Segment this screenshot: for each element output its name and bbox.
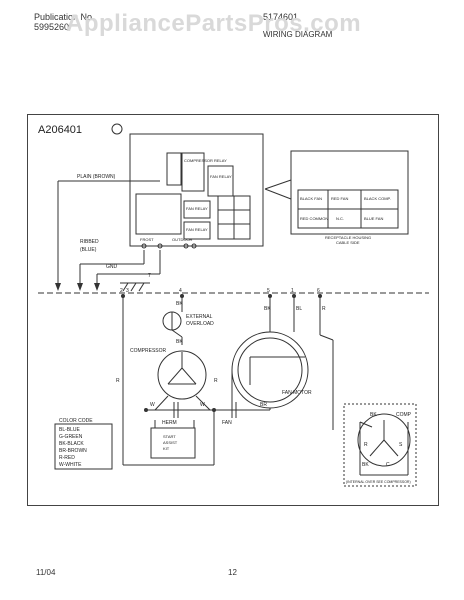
- conn-red-common: RED COMMON: [300, 216, 328, 221]
- color-code-title: COLOR CODE: [59, 418, 93, 424]
- label-internal-note: (INTERNAL OVER SEE COMPRESSOR): [346, 480, 411, 484]
- diagram-id: A206401: [38, 124, 82, 136]
- label-start-assist3: KIT: [163, 446, 170, 451]
- wire-bk-right: BK: [264, 306, 271, 312]
- color-code-item: BK-BLACK: [59, 441, 84, 447]
- wire-r-right: R: [214, 378, 218, 384]
- wire-r-fan: R: [322, 306, 326, 312]
- label-herm: HERM: [162, 420, 177, 426]
- conn-red-fan: RED FAN: [331, 196, 348, 201]
- terminal-3: 3: [126, 288, 129, 294]
- label-ribbed: RIBBED: [80, 239, 99, 245]
- conn-black-comp: BLACK COMP.: [364, 196, 391, 201]
- label-ribbed-color: (BLUE): [80, 247, 97, 253]
- label-fan-motor: FAN MOTOR: [282, 390, 312, 396]
- terminal-1: 1: [291, 288, 294, 294]
- color-code-item: R-RED: [59, 455, 75, 461]
- publication-label: Publication No.: [34, 12, 95, 22]
- footer-page: 12: [228, 568, 237, 577]
- label-ext-overload: EXTERNAL: [186, 314, 213, 320]
- terminal-4: 4: [179, 288, 182, 294]
- label-receptacle: RECEPTACLE HOUSING: [325, 235, 371, 240]
- wire-w-left: W: [150, 402, 155, 408]
- conn-nc: N.C.: [336, 216, 344, 221]
- label-fan-cap: FAN: [222, 420, 232, 426]
- wire-r-left: R: [116, 378, 120, 384]
- label-bk-small: BK: [362, 462, 369, 468]
- publication-number: 5995260: [34, 22, 70, 32]
- label-plain: PLAIN (BROWN): [77, 174, 116, 180]
- color-code-item: W-WHITE: [59, 462, 82, 468]
- label-c-small: C: [386, 462, 390, 468]
- wire-bk-left: BK: [176, 339, 183, 345]
- label-frost: FROST: [140, 237, 154, 242]
- label-gnd: GND: [106, 264, 118, 270]
- label-s-small: S: [399, 442, 403, 448]
- wire-bl: BL: [296, 306, 302, 312]
- watermark: AppliancePartsPros.com: [66, 10, 362, 37]
- label-fan-relay-c: FAN RELAY: [186, 227, 208, 232]
- label-fan-relay-b: FAN RELAY: [186, 206, 208, 211]
- color-code-item: BL-BLUE: [59, 427, 81, 433]
- color-code-item: G-GREEN: [59, 434, 83, 440]
- conn-blue-fan: BLUE FAN: [364, 216, 383, 221]
- wire-w-mid: W: [200, 402, 205, 408]
- label-fan-relay-a: FAN RELAY: [210, 174, 232, 179]
- terminal-5: 5: [267, 288, 270, 294]
- wire-bk-top: BK: [176, 301, 183, 307]
- label-outdoor: OUTDOOR: [172, 237, 193, 242]
- label-r-small: R: [364, 442, 368, 448]
- terminal-7: 7: [148, 273, 151, 279]
- terminal-2: 2: [120, 288, 123, 294]
- terminal-6: 6: [317, 288, 320, 294]
- label-comp-small: COMP: [396, 412, 412, 418]
- label-start-assist2: ASSIST: [163, 440, 178, 445]
- diagram-frame: [27, 114, 439, 506]
- wire-br: BR: [260, 402, 267, 408]
- label-compressor: COMPRESSOR: [130, 348, 167, 354]
- color-code-item: BR-BROWN: [59, 448, 87, 454]
- diagram-subtitle: WIRING DIAGRAM: [263, 30, 333, 39]
- label-compressor-relay: COMPRESSOR RELAY: [184, 158, 227, 163]
- conn-black-fan: BLACK FAN: [300, 196, 322, 201]
- label-receptacle-sub: CABLE SIDE: [336, 240, 360, 245]
- label-ext-overload2: OVERLOAD: [186, 321, 214, 327]
- wire-bk-cr: BK: [370, 412, 377, 418]
- label-start-assist: START: [163, 434, 176, 439]
- part-number: 5174601: [263, 12, 299, 22]
- footer-date: 11/04: [36, 568, 56, 577]
